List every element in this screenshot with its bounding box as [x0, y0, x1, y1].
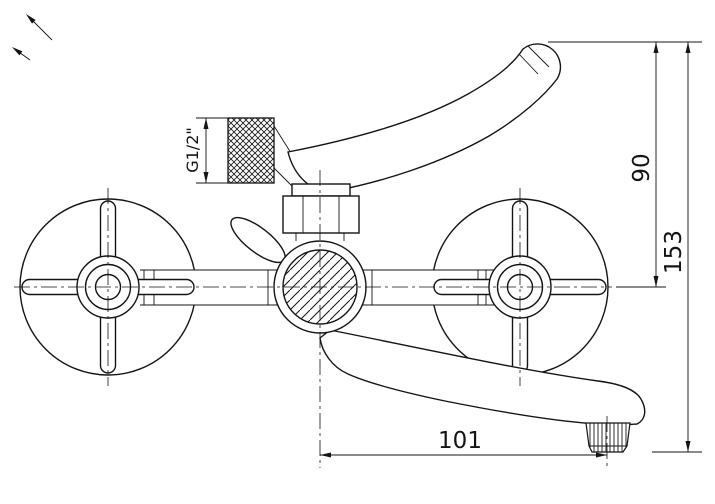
drawing-root: 90 153 101 G1/2": [12, 14, 702, 468]
aerator: [585, 422, 631, 453]
threaded-fitting-body: [227, 117, 275, 184]
arrowhead-153-top: [685, 42, 691, 53]
arrowhead-101-right: [596, 452, 607, 458]
dim-153-label: 153: [661, 230, 687, 274]
arrowhead-101-left: [320, 452, 331, 458]
fitting-pipe-lower-line: [273, 167, 293, 187]
wall-connector-thread: [227, 117, 309, 187]
aerator-knurled-ring: [585, 422, 631, 453]
dimension-101: 101: [320, 428, 607, 458]
corner-arrowhead-1: [26, 14, 36, 24]
arrowhead-thread-top: [203, 118, 209, 129]
shower-outlet-elbow: [287, 43, 562, 192]
body-collar: [291, 183, 351, 197]
arrowhead-90-top: [653, 42, 659, 53]
elbow-tip-ridge-1: [527, 45, 550, 68]
dim-101-label: 101: [438, 428, 482, 454]
centerlines: [14, 170, 612, 468]
dimension-153: 153: [652, 42, 702, 453]
thread-size-label: G1/2": [183, 127, 202, 173]
corner-arrowhead-2: [12, 47, 23, 56]
spout-body: [319, 329, 646, 426]
spout: [319, 329, 646, 426]
corner-arrows: [12, 14, 53, 61]
shower-elbow-body: [287, 43, 562, 192]
dim-90-label: 90: [629, 153, 655, 182]
dimension-90: 90: [548, 41, 702, 288]
arrowhead-153-bottom: [685, 441, 691, 452]
arrowhead-thread-bottom: [203, 172, 209, 183]
dimension-thread: G1/2": [183, 117, 228, 184]
hex-nut: [282, 195, 360, 234]
elbow-tip-ridge-2: [518, 53, 539, 75]
arrowhead-90-bottom: [653, 276, 659, 287]
